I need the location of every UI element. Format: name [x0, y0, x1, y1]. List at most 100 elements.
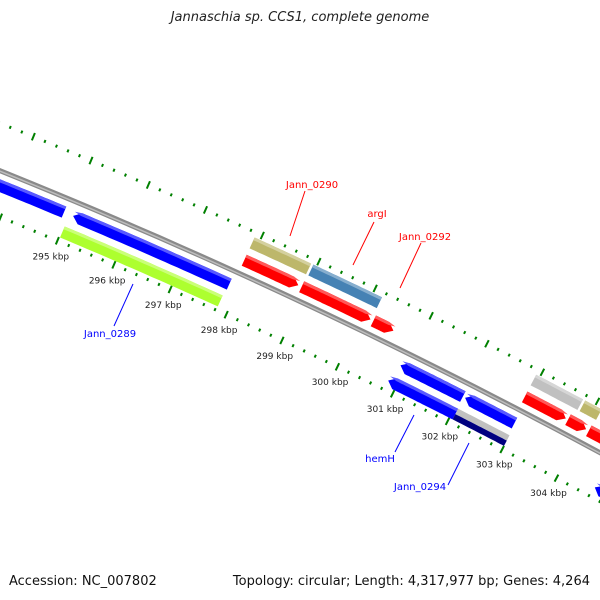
tick-label: 297 kbp — [145, 301, 182, 311]
label-jann-0289[interactable]: Jann_0289 — [83, 329, 136, 340]
minor-tick-outer — [551, 376, 555, 380]
feature-highlight — [0, 179, 67, 210]
minor-tick-inner — [565, 482, 569, 486]
minor-tick-inner — [89, 253, 93, 257]
feature-highlight — [245, 254, 301, 282]
feature-hemh-highlight — [390, 376, 459, 412]
minor-tick-outer — [158, 188, 162, 192]
feature — [594, 486, 600, 498]
feature-highlight — [467, 393, 518, 421]
feature — [400, 363, 466, 402]
feature-highlight — [402, 361, 466, 394]
feature — [565, 414, 587, 432]
minor-tick-inner — [434, 413, 439, 418]
minor-tick-outer — [54, 144, 58, 148]
feature-jann_0290-highlight — [253, 237, 312, 267]
label-jann-0292[interactable]: Jann_0292 — [398, 232, 451, 243]
minor-tick-inner — [424, 408, 428, 413]
major-tick-outer — [372, 284, 378, 293]
minor-tick-inner — [291, 343, 295, 348]
minor-tick-inner — [67, 243, 71, 248]
label-line-jann-0292 — [399, 242, 422, 289]
major-tick-inner — [444, 417, 451, 426]
minor-tick-inner — [44, 234, 48, 238]
minor-tick-inner — [346, 370, 351, 374]
feature — [530, 374, 583, 410]
minor-tick-outer — [192, 203, 196, 207]
tick-label: 302 kbp — [421, 432, 458, 442]
feature-highlight — [74, 211, 232, 282]
label-jann-0294[interactable]: Jann_0294 — [393, 482, 446, 493]
topology-text: Topology: circular; Length: 4,317,977 bp… — [232, 574, 590, 589]
minor-tick-inner — [369, 381, 373, 385]
major-tick-inner — [54, 236, 60, 245]
minor-tick-inner — [134, 272, 138, 277]
feature — [299, 281, 371, 322]
minor-tick-inner — [146, 277, 150, 282]
minor-tick-inner — [235, 317, 239, 322]
feature-highlight — [302, 281, 373, 316]
minor-tick-outer — [112, 168, 116, 172]
major-tick-inner — [223, 310, 229, 319]
minor-tick-inner — [179, 292, 183, 297]
minor-tick-inner — [191, 297, 195, 302]
feature — [521, 391, 566, 421]
major-tick-outer — [259, 231, 265, 240]
label-jann-0290[interactable]: Jann_0290 — [285, 180, 338, 191]
minor-tick-outer — [181, 198, 185, 202]
minor-tick-inner — [269, 333, 273, 338]
minor-tick-outer — [226, 218, 230, 222]
minor-tick-outer — [339, 270, 343, 275]
label-line-hemH — [394, 414, 415, 453]
major-tick-outer — [539, 368, 546, 377]
minor-tick-outer — [272, 238, 276, 243]
major-tick-outer — [594, 397, 600, 406]
minor-tick-inner — [380, 386, 384, 391]
minor-tick-outer — [283, 244, 287, 248]
major-tick-inner — [111, 260, 117, 269]
minor-tick-outer — [440, 319, 444, 324]
minor-tick-outer — [100, 163, 104, 168]
minor-tick-inner — [302, 349, 306, 353]
minor-tick-inner — [576, 487, 580, 492]
label-line-jann-0289 — [113, 283, 134, 327]
backbone — [0, 168, 600, 456]
minor-tick-inner — [478, 436, 482, 440]
feature-argi — [308, 264, 382, 309]
minor-tick-inner — [413, 402, 417, 407]
minor-tick-outer — [249, 228, 253, 233]
label-argI[interactable]: argI — [367, 209, 386, 220]
minor-tick-outer — [135, 178, 139, 182]
minor-tick-outer — [573, 387, 578, 392]
feature-highlight — [569, 414, 589, 426]
major-tick-inner — [334, 362, 341, 371]
label-hemH[interactable]: hemH — [365, 454, 395, 465]
minor-tick-inner — [101, 258, 105, 262]
feature-labels: Jann_0289 Jann_0290 argI Jann_0292 hemH … — [83, 180, 470, 493]
label-line-argI — [352, 221, 375, 266]
feature-edge — [586, 434, 600, 476]
major-tick-outer — [316, 257, 322, 266]
minor-tick-inner — [489, 441, 493, 446]
tick-label: 299 kbp — [256, 352, 293, 362]
tick-label: 300 kbp — [312, 378, 349, 388]
feature-hemh — [388, 378, 459, 420]
minor-tick-inner — [246, 323, 251, 327]
minor-tick-outer — [8, 125, 12, 130]
minor-tick-inner — [33, 229, 37, 234]
minor-tick-outer — [507, 353, 511, 357]
minor-tick-inner — [544, 470, 548, 475]
minor-tick-inner — [467, 430, 471, 435]
minor-tick-outer — [407, 303, 411, 307]
minor-tick-inner — [10, 220, 14, 224]
tick-label: 295 kbp — [32, 252, 69, 262]
major-tick-inner — [499, 445, 505, 454]
tick-label: 301 kbp — [367, 405, 404, 415]
minor-tick-inner — [213, 307, 217, 312]
minor-tick-outer — [20, 130, 24, 134]
feature-highlight — [534, 374, 583, 402]
minor-tick-outer — [418, 308, 422, 313]
feature-jann_0294-lower — [452, 414, 507, 446]
minor-tick-outer — [77, 153, 81, 158]
minor-tick-inner — [511, 453, 515, 457]
